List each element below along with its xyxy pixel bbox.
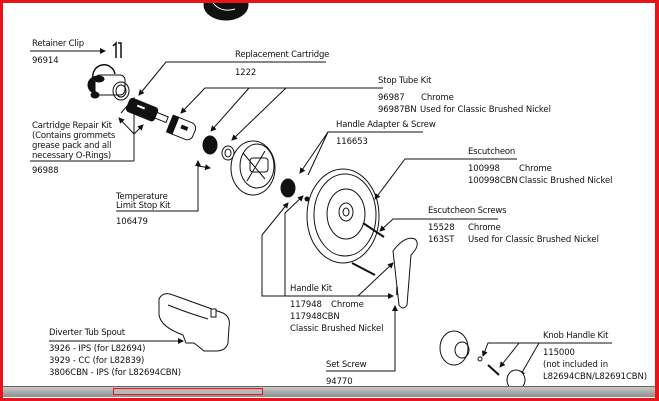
- knob-handle-kit-note-2: L82694CBN/L82691CBN): [543, 372, 647, 382]
- handle-kit-label: Handle Kit: [290, 284, 332, 294]
- limit-stop-plate-part: [230, 140, 276, 196]
- handle-kit-number-2: 117948CBN: [290, 312, 340, 322]
- cartridge-repair-kit-desc-1: (Contains grommets: [32, 131, 116, 141]
- valve-body-part: [87, 64, 130, 101]
- stop-tube-kit-number-2: 96987BN: [378, 105, 417, 115]
- stop-ring-part: [202, 135, 235, 161]
- set-screw-number: 94770: [326, 377, 353, 386]
- escutcheon-screws-number-2: 163ST: [428, 235, 455, 245]
- horizontal-scrollbar[interactable]: [3, 386, 655, 397]
- cartridge-repair-kit-desc-3: necessary O-Rings): [32, 151, 112, 161]
- retainer-clip-label: Retainer Clip: [32, 39, 84, 49]
- diagram-canvas: Retainer Clip 96914 Replacement Cartridg…: [3, 3, 655, 386]
- escutcheon-part: [306, 168, 380, 264]
- handle-kit-finish-2: Classic Brushed Nickel: [290, 324, 384, 334]
- escutcheon-screws-label: Escutcheon Screws: [428, 206, 507, 216]
- replacement-cartridge-number: 1222: [235, 68, 257, 78]
- escutcheon-label: Escutcheon: [468, 147, 516, 157]
- stop-tube-part: [165, 114, 197, 141]
- escutcheon-finish-2: Classic Brushed Nickel: [519, 176, 613, 186]
- handle-kit-finish-1: Chrome: [331, 300, 364, 310]
- set-screw-label: Set Screw: [326, 360, 367, 370]
- handle-adapter-part: [280, 178, 310, 202]
- replacement-cartridge-label: Replacement Cartridge: [235, 50, 330, 60]
- temp-limit-stop-number: 106479: [116, 217, 148, 227]
- tub-spout-part: [158, 293, 230, 352]
- diverter-tub-spout-line-2: 3929 - CC (for L82839): [49, 356, 145, 366]
- knob-handle-kit-note-1: (not included in: [543, 360, 608, 370]
- leader-lines: [30, 48, 612, 377]
- escutcheon-screws-part: [351, 222, 385, 276]
- cartridge-part: [125, 97, 169, 124]
- handle-kit-number-1: 117948: [290, 300, 322, 310]
- knob-handle-kit-label: Knob Handle Kit: [543, 331, 609, 341]
- lever-handle-part: [392, 237, 418, 309]
- handle-adapter-label: Handle Adapter & Screw: [336, 120, 436, 130]
- top-partial-part: [203, 3, 249, 21]
- retainer-clip-part: [112, 41, 122, 58]
- knob-handle-kit-number: 115000: [543, 348, 575, 358]
- escutcheon-number-1: 100998: [468, 164, 500, 174]
- exploded-diagram: [30, 3, 612, 386]
- escutcheon-screws-number-1: 15528: [428, 223, 455, 233]
- retainer-clip-number: 96914: [32, 56, 59, 66]
- diverter-tub-spout-line-3: 3806CBN - IPS (for L82694CBN): [49, 368, 181, 378]
- escutcheon-screws-finish-1: Chrome: [468, 223, 501, 233]
- diverter-tub-spout-label: Diverter Tub Spout: [49, 328, 125, 338]
- cartridge-repair-kit-label: Cartridge Repair Kit: [32, 121, 112, 131]
- diverter-tub-spout-line-1: 3926 - IPS (for L82694): [49, 344, 146, 354]
- escutcheon-screws-finish-2: Used for Classic Brushed Nickel: [468, 235, 599, 245]
- scrollbar-thumb[interactable]: [113, 388, 263, 395]
- stop-tube-kit-label: Stop Tube Kit: [378, 76, 432, 86]
- stop-tube-kit-finish-1: Chrome: [421, 93, 454, 103]
- handle-adapter-number: 116653: [336, 137, 368, 147]
- escutcheon-number-2: 100998CBN: [468, 176, 518, 186]
- temp-limit-stop-label-2: Limit Stop Kit: [116, 201, 171, 211]
- knob-handle-part: [439, 330, 526, 386]
- stop-tube-kit-finish-2: Used for Classic Brushed Nickel: [420, 105, 551, 115]
- cartridge-repair-kit-desc-2: grease pack and all: [32, 141, 112, 151]
- temp-limit-stop-label-1: Temperature: [116, 192, 168, 202]
- stop-tube-kit-number-1: 96987: [378, 93, 405, 103]
- escutcheon-finish-1: Chrome: [519, 164, 552, 174]
- cartridge-repair-kit-number: 96988: [32, 166, 59, 176]
